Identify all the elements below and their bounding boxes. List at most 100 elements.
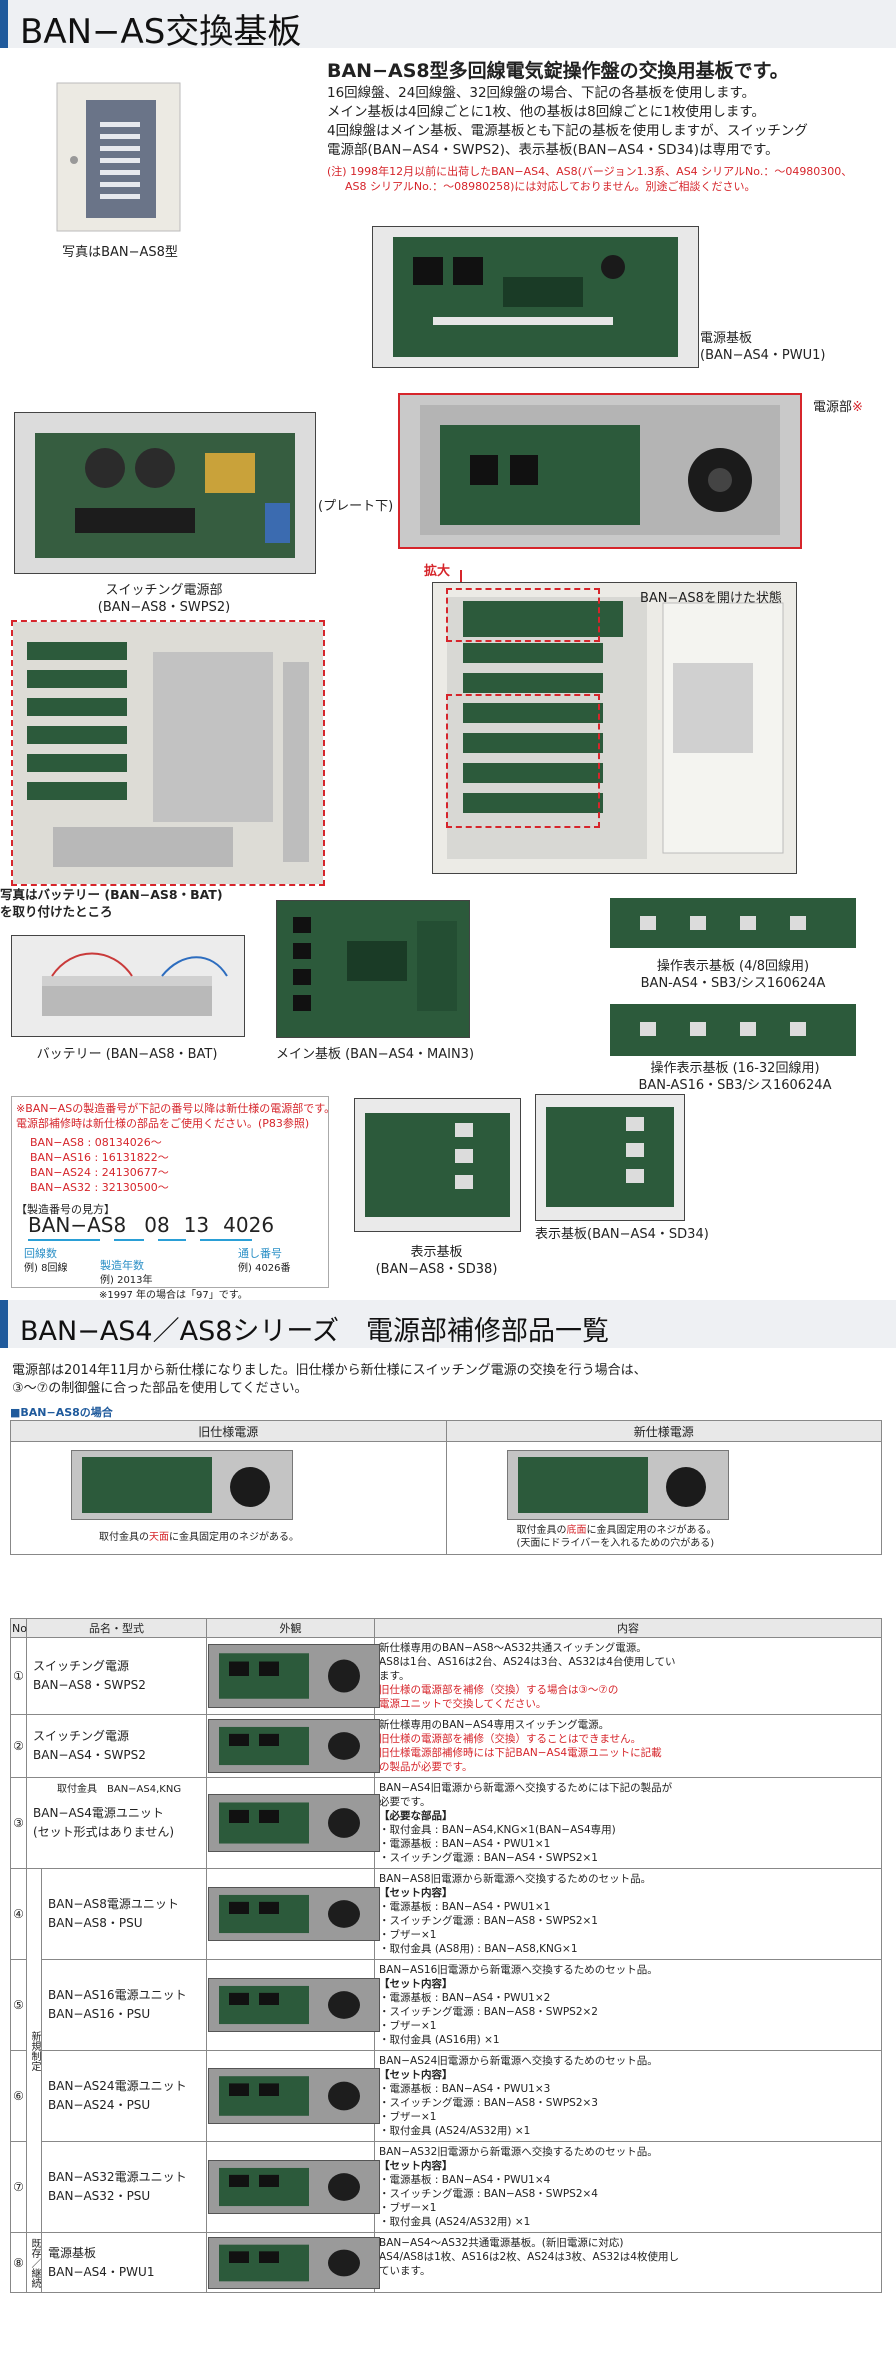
sb3-1632-caption: 操作表示基板 (16-32回線用) BAN-AS16・SB3/シス160624A	[638, 1061, 832, 1093]
warning-line: AS8 シリアルNo.：〜08980258)には対応しておりません。別途ご相談く…	[345, 180, 756, 193]
sb3-48-board-photo	[610, 898, 856, 948]
content-line: BAN−AS4〜AS32共通電源基板。(新旧電源に対応)	[379, 2237, 624, 2249]
row-number: ⑤	[10, 1959, 27, 2051]
serial-underline-1	[28, 1239, 100, 1241]
section2-title: BAN−AS4／AS8シリーズ 電源部補修部品一覧	[20, 1316, 610, 1347]
sd38-caption: 表示基板 (BAN−AS8・SD38)	[375, 1245, 498, 1277]
section1-header: BAN−AS交換基板	[0, 0, 896, 52]
col-appearance: 外観	[206, 1618, 375, 1638]
part-name-line: BAN−AS4・PWU1	[48, 2264, 155, 2279]
pwu1-board-photo	[372, 226, 699, 368]
new-spec-cell: 取付金具の底面に金具固定用のネジがある。(天面にドライバーを入れるための穴がある…	[445, 1441, 882, 1555]
circuits-label: 回線数	[24, 1247, 57, 1260]
part-name-line: BAN−AS24電源ユニット	[48, 2079, 187, 2093]
content-heading: 【必要な部品】	[379, 1810, 453, 1822]
zoom-arrow	[460, 570, 462, 590]
part-name-line: BAN−AS24・PSU	[48, 2098, 151, 2112]
appearance-cell	[206, 2232, 380, 2293]
new-spec-photo	[506, 1450, 729, 1520]
part-name-line: BAN−AS32・PSU	[48, 2189, 151, 2203]
part-name-line: BAN−AS4電源ユニット	[33, 1806, 164, 1820]
content-cell: BAN−AS4旧電源から新電源へ交換するためには下記の製品が必要です。【必要な部…	[374, 1777, 882, 1869]
section-marker	[0, 1300, 8, 1348]
serial-underline-2	[114, 1239, 144, 1241]
content-line: BAN−AS4旧電源から新電源へ交換するためには下記の製品が	[379, 1782, 673, 1794]
serial-part: 13	[183, 1213, 210, 1237]
serial-list-item: BAN−AS16 : 16131822〜	[30, 1151, 169, 1164]
content-line: ・スイッチング電源 : BAN−AS8・SWPS2×4	[379, 2188, 598, 2200]
content-warning-line: 旧仕様の電源部を補修（交換）する場合は③〜⑦の	[379, 1684, 619, 1696]
panel-photo-caption: 写真はBAN−AS8型	[62, 245, 178, 260]
body-line: 16回線盤、24回線盤、32回線盤の場合、下記の各基板を使用します。	[327, 85, 756, 101]
content-line: AS4/AS8は1枚、AS16は2枚、AS24は3枚、AS32は4枚使用し	[379, 2251, 679, 2263]
serial-part: 4026	[223, 1213, 275, 1237]
content-cell: BAN−AS8旧電源から新電源へ交換するためのセット品。【セット内容】・電源基板…	[374, 1868, 882, 1960]
content-cell: 新仕様専用のBAN−AS4専用スイッチング電源。旧仕様の電源部を補修（交換）する…	[374, 1714, 882, 1778]
content-line: ・取付金具 : BAN−AS4,KNG×1(BAN−AS4専用)	[379, 1824, 616, 1836]
appearance-cell	[206, 2141, 380, 2233]
bracket-label: 取付金具 BAN−AS4,KNG	[57, 1784, 182, 1795]
sb3-1632-board-photo	[610, 1004, 856, 1056]
content-line: ます。	[379, 1670, 410, 1682]
battery-installed-photo	[11, 620, 325, 886]
row-number: ③	[10, 1777, 27, 1869]
group-new-label: 新規制定	[26, 1868, 42, 2233]
part-name-cell: BAN−AS4電源ユニット(セット形式はありません)	[26, 1777, 207, 1869]
part-name-line: BAN−AS16電源ユニット	[48, 1988, 187, 2002]
body-line: 電源部(BAN−AS4・SWPS2)、表示基板(BAN−AS4・SD34)は専用…	[327, 142, 779, 158]
pwu1-caption: 電源基板 (BAN−AS4・PWU1)	[700, 331, 826, 363]
main3-caption: メイン基板 (BAN−AS4・MAIN3)	[275, 1047, 475, 1062]
serial-note-box: ※BAN−ASの製造番号が下記の番号以降は新仕様の電源部です。電源部補修時は新仕…	[11, 1096, 335, 1288]
content-heading: 【セット内容】	[379, 1887, 453, 1899]
content-line: ・取付金具 (AS8用) : BAN−AS8,KNG×1	[379, 1943, 578, 1955]
content-cell: 新仕様専用のBAN−AS8〜AS32共通スイッチング電源。AS8は1台、AS16…	[374, 1637, 882, 1715]
appearance-cell	[206, 1868, 380, 1960]
case-label: ■BAN−AS8の場合	[10, 1406, 113, 1419]
content-heading: 【セット内容】	[379, 2160, 453, 2172]
opened-caption: BAN−AS8を開けた状態	[640, 591, 782, 606]
part-name-cell: BAN−AS24電源ユニット BAN−AS24・PSU	[41, 2050, 207, 2142]
warning-line: (注) 1998年12月以前に出荷したBAN−AS4、AS8(バージョン1.3系…	[327, 165, 853, 178]
plate-below-caption: (プレート下)	[318, 499, 394, 514]
content-cell: BAN−AS32旧電源から新電源へ交換するためのセット品。【セット内容】・電源基…	[374, 2141, 882, 2233]
appearance-cell	[206, 2050, 380, 2142]
content-line: 必要です。	[379, 1796, 431, 1808]
row-number: ①	[10, 1637, 27, 1715]
content-line: ・取付金具 (AS16用) ×1	[379, 2034, 500, 2046]
intro-line: ③〜⑦の制御盤に合った部品を使用してください。	[12, 1381, 308, 1396]
row-number: ②	[10, 1714, 27, 1778]
serial-part: 08	[144, 1213, 170, 1237]
serial-underline-4	[200, 1239, 252, 1241]
content-line: ・電源基板 : BAN−AS4・PWU1×1	[379, 1901, 551, 1913]
section1-title: BAN−AS交換基板	[20, 12, 302, 52]
content-line: BAN−AS8旧電源から新電源へ交換するためのセット品。	[379, 1873, 652, 1885]
content-cell: BAN−AS24旧電源から新電源へ交換するためのセット品。【セット内容】・電源基…	[374, 2050, 882, 2142]
serial-heading: 【製造番号の見方】	[16, 1203, 115, 1216]
year-example: 例) 2013年	[100, 1275, 153, 1286]
content-line: ・ブザー×1	[379, 2020, 437, 2032]
panel-photo	[56, 82, 181, 232]
section1-body: 16回線盤、24回線盤、32回線盤の場合、下記の各基板を使用します。メイン基板は…	[327, 84, 808, 160]
serial-part: BAN−AS8	[28, 1213, 127, 1237]
content-line: 新仕様専用のBAN−AS8〜AS32共通スイッチング電源。	[379, 1642, 647, 1654]
swps2-caption: スイッチング電源部 (BAN−AS8・SWPS2)	[97, 583, 231, 615]
serial-footnote: ※1997 年の場合は「97」です。	[99, 1290, 248, 1301]
section-marker	[0, 0, 8, 48]
content-line: ・取付金具 (AS24/AS32用) ×1	[379, 2216, 531, 2228]
serial-number-example: BAN−AS8 08 13 4026	[28, 1213, 288, 1237]
content-line: ・スイッチング電源 : BAN−AS8・SWPS2×2	[379, 2006, 598, 2018]
col-content: 内容	[374, 1618, 882, 1638]
serial-note-red: ※BAN−ASの製造番号が下記の番号以降は新仕様の電源部です。電源部補修時は新仕…	[16, 1101, 335, 1131]
content-line: BAN−AS32旧電源から新電源へ交換するためのセット品。	[379, 2146, 658, 2158]
serial-note-line: ※BAN−ASの製造番号が下記の番号以降は新仕様の電源部です。	[16, 1102, 336, 1115]
battery-caption: バッテリー (BAN−AS8・BAT)	[36, 1047, 218, 1062]
appearance-cell: 取付金具 BAN−AS4,KNG	[57, 1777, 380, 1869]
serial-list-item: BAN−AS32 : 32130500〜	[30, 1181, 169, 1194]
part-photo	[208, 2068, 380, 2124]
serial-list-item: BAN−AS24 : 24130677〜	[30, 1166, 169, 1179]
power-area-box	[446, 588, 600, 642]
